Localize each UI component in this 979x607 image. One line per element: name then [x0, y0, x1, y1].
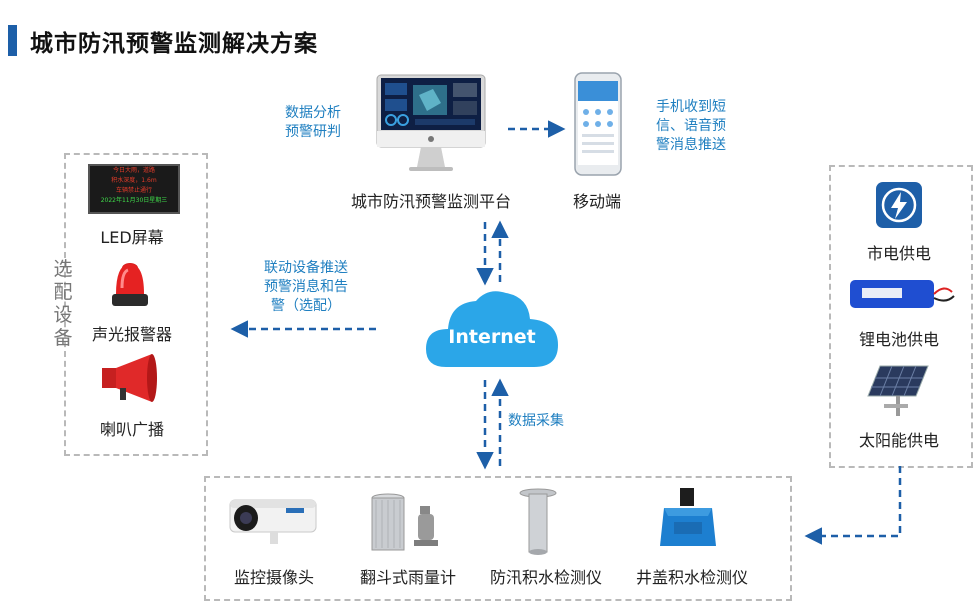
rain-gauge-label: 翻斗式雨量计 [359, 568, 456, 587]
optional-devices-title: 选 配 设 备 [48, 258, 78, 350]
battery-icon [848, 276, 960, 312]
linkage-note-line: 警（选配） [271, 298, 341, 314]
mobile-label: 移动端 [572, 192, 621, 211]
mobile-note: 手机收到短 信、语音预 警消息推送 [646, 98, 736, 155]
title-accent-bar [8, 25, 17, 56]
water-detector-label: 防汛积水检测仪 [489, 568, 602, 587]
optional-devices-box [64, 153, 208, 456]
mobile-note-line: 手机收到短 [656, 99, 726, 115]
manhole-detector-icon [656, 486, 720, 556]
led-screen-icon: 今日大雨，道路 积水深度，1.6m 车辆禁止通行 2022年11月30日星期三 [88, 164, 180, 214]
solar-power-label: 太阳能供电 [858, 431, 939, 450]
led-text-line: 车辆禁止通行 [115, 187, 152, 194]
monitor-icon [375, 73, 487, 179]
phone-icon [574, 72, 622, 176]
internet-label: Internet [448, 326, 536, 348]
page-title: 城市防汛预警监测解决方案 [30, 31, 318, 57]
led-text-line: 积水深度，1.6m [111, 177, 157, 184]
mobile-note-line: 警消息推送 [656, 137, 726, 153]
mobile-note-line: 信、语音预 [656, 118, 726, 134]
internet-cloud-icon [424, 285, 560, 371]
led-text-line: 今日大雨，道路 [112, 167, 155, 174]
lithium-battery-label: 锂电池供电 [858, 330, 939, 349]
optional-title-char: 选 [53, 258, 73, 280]
loudspeaker-label: 喇叭广播 [99, 420, 164, 439]
lightning-icon [876, 182, 922, 228]
mains-power-label: 市电供电 [866, 244, 931, 263]
linkage-note-line: 联动设备推送 [264, 260, 348, 276]
linkage-note-line: 预警消息和告 [264, 279, 348, 295]
optional-title-char: 设 [53, 304, 73, 326]
sensors-box [204, 476, 792, 601]
optional-title-char: 备 [53, 327, 73, 349]
platform-note-line: 预警研判 [285, 124, 341, 140]
led-text-line: 2022年11月30日星期三 [100, 197, 168, 204]
manhole-detector-label: 井盖积水检测仪 [635, 568, 748, 587]
linkage-note: 联动设备推送 预警消息和告 警（选配） [250, 259, 362, 316]
led-screen-label: LED屏幕 [100, 228, 164, 247]
solar-panel-icon [866, 362, 932, 420]
loudspeaker-icon [100, 352, 160, 404]
alarm-light-label: 声光报警器 [91, 325, 172, 344]
rain-gauge-icon [368, 492, 448, 556]
platform-note-line: 数据分析 [285, 105, 341, 121]
platform-note: 数据分析 预警研判 [270, 104, 356, 142]
alarm-light-icon [108, 258, 152, 310]
camera-icon [226, 496, 322, 546]
optional-title-char: 配 [53, 281, 73, 303]
camera-label: 监控摄像头 [233, 568, 314, 587]
data-collection-note: 数据采集 [508, 413, 564, 429]
platform-label: 城市防汛预警监测平台 [350, 192, 511, 211]
water-detector-icon [518, 488, 558, 558]
